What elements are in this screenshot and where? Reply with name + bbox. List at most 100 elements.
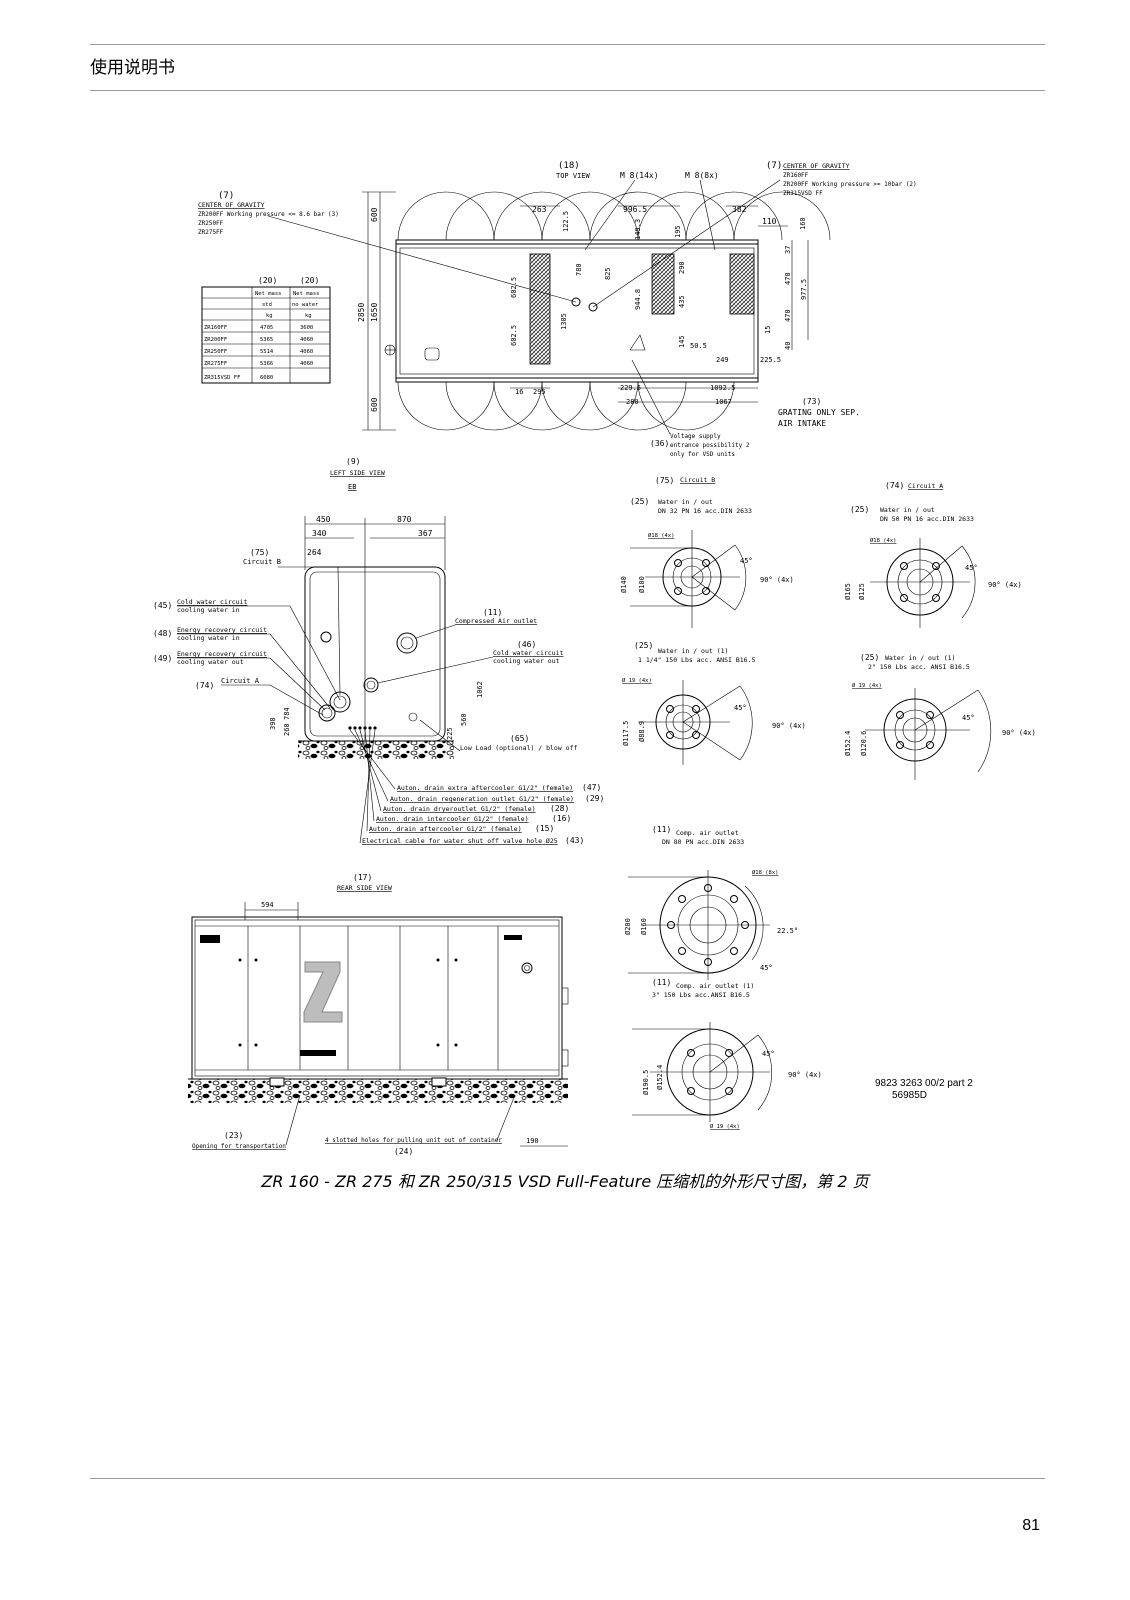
dim-110: 110 — [762, 217, 777, 226]
z-logo — [303, 961, 343, 1023]
c48-num: (48) — [153, 629, 172, 638]
top-view-title: TOP VIEW — [556, 172, 591, 180]
c48-line-1: Energy recovery circuit — [177, 626, 267, 634]
f3-d-inner: Ø88.9 — [638, 721, 646, 742]
cog-left-num: (7) — [218, 191, 234, 201]
dim-382: 382 — [732, 205, 747, 214]
dim-594: 594 — [261, 901, 274, 909]
f1-hole: Ø18 (4x) — [648, 532, 675, 539]
c46-num: (46) — [517, 640, 536, 649]
dim-249: 249 — [716, 356, 729, 364]
header-rule-top — [90, 44, 1045, 45]
dim-435: 435 — [678, 295, 686, 308]
drain-2-text: Auton. drain regeneration outlet G1/2" (… — [390, 795, 574, 803]
dim-280: 280 — [626, 398, 639, 406]
flange-circuit-a: Circuit A — [908, 482, 943, 490]
left-view-num: (9) — [346, 457, 360, 466]
f1-d-inner: Ø100 — [638, 576, 646, 593]
dim-1092-5: 1092.5 — [710, 384, 735, 392]
f6-line2: 3" 150 Lbs acc.ANSI B16.5 — [652, 991, 750, 999]
dim-367: 367 — [418, 529, 433, 538]
f6-angle4: 90° (4x) — [788, 1071, 822, 1079]
flange-circuit-b: Circuit B — [680, 476, 715, 484]
circuit-b-label: Circuit B — [243, 558, 281, 566]
dim-190: 190 — [526, 1137, 539, 1145]
f4-hole: Ø 19 (4x) — [852, 682, 882, 689]
mass-r1-c1: ZR160FF — [204, 325, 227, 331]
cog-left-title: CENTER OF GRAVITY — [198, 201, 265, 209]
mass-table-num-std: (20) — [258, 276, 277, 285]
flange-circuit-b-num: (75) — [655, 476, 674, 485]
dim-145: 145 — [678, 335, 686, 348]
mass-r4-c2: 5366 — [260, 361, 273, 367]
dim-50-5: 50.5 — [690, 342, 707, 350]
doc-ref: 9823 3263 00/2 part 2 — [875, 1078, 973, 1089]
voltage-line-2: entrance possibility 2 — [670, 442, 750, 449]
f2-d-inner: Ø125 — [858, 583, 866, 600]
f4-num: (25) — [860, 653, 879, 662]
mass-table-num-nowater: (20) — [300, 276, 319, 285]
mass-r3-c3: 4060 — [300, 349, 313, 355]
cog-right-line-1: ZR160FF — [783, 172, 809, 179]
f1-angle: 45° — [740, 557, 753, 565]
c11-num: (11) — [483, 608, 502, 617]
panel-screws — [238, 958, 458, 1047]
dim-290: 290 — [678, 261, 686, 274]
f2-angle4: 90° (4x) — [988, 581, 1022, 589]
dim-40: 40 — [784, 342, 792, 350]
mass-h2-c3: no water — [292, 302, 319, 308]
drain-2-num: (29) — [585, 794, 604, 803]
dim-450: 450 — [316, 515, 331, 524]
mass-r5-c1: ZR315VSD FF — [204, 375, 240, 381]
mass-r4-c1: ZR275FF — [204, 361, 227, 367]
mass-r1-c3: 3600 — [300, 325, 313, 331]
mass-h1-c3: Net mass — [293, 291, 320, 297]
left-view-title: LEFT SIDE VIEW — [330, 469, 385, 477]
f5-angle: 22.5° — [777, 927, 798, 935]
dim-398: 398 — [269, 717, 277, 730]
dim-225: 225 — [446, 727, 454, 740]
dim-2850: 2850 — [357, 303, 366, 322]
dim-870: 870 — [397, 515, 412, 524]
dim-195: 195 — [674, 225, 682, 238]
f3-angle: 45° — [734, 704, 747, 712]
dim-1067: 1067 — [715, 398, 732, 406]
c46-line-2: cooling water out — [493, 657, 560, 665]
dim-560: 560 — [460, 713, 468, 726]
page-number: 81 — [1022, 1517, 1040, 1534]
f1-angle4: 90° (4x) — [760, 576, 794, 584]
rear-side-view: (17) REAR SIDE VIEW 594 — [188, 873, 569, 1156]
dim-977-5: 977.5 — [800, 279, 808, 300]
drain-ports — [348, 726, 377, 730]
left-view-sub: EB — [348, 483, 356, 491]
c46-line-1: Cold water circuit — [493, 649, 564, 657]
f1-line2: DN 32 PN 16 acc.DIN 2633 — [658, 507, 752, 515]
f6-num: (11) — [652, 978, 671, 987]
f6-angle: 45° — [762, 1050, 775, 1058]
drain-6-text: Electrical cable for water shut off valv… — [362, 837, 558, 845]
mass-r2-c2: 5365 — [260, 337, 273, 343]
left-side-view: (9) LEFT SIDE VIEW EB 450 870 340 367 26… — [153, 457, 604, 845]
mass-r3-c1: ZR250FF — [204, 349, 227, 355]
rear-view-title: REAR SIDE VIEW — [337, 884, 392, 892]
dim-340: 340 — [312, 529, 327, 538]
header-rule-bottom — [90, 90, 1045, 91]
c45-line-1: Cold water circuit — [177, 598, 248, 606]
f5-num: (11) — [652, 825, 671, 834]
f4-d-outer: Ø152.4 — [844, 731, 852, 756]
drain-4-text: Auton. drain intercooler G1/2" (female) — [376, 815, 529, 823]
dim-996-5: 996.5 — [623, 205, 647, 214]
f5-angle2: 45° — [760, 964, 773, 972]
mass-h1-c2: Net mass — [255, 291, 282, 297]
dim-470a: 470 — [784, 272, 792, 285]
rear-view-num: (17) — [353, 873, 372, 882]
drain-1-num: (47) — [582, 783, 601, 792]
f4-angle: 45° — [962, 714, 975, 722]
mass-table: (20) (20) Net mass Net mass std no water… — [201, 276, 331, 384]
c49-line-1: Energy recovery circuit — [177, 650, 267, 658]
mass-h3-c2: kg — [266, 313, 273, 319]
dim-470b: 470 — [784, 309, 792, 322]
cog-left-line-2: ZR250FF — [198, 220, 224, 227]
voltage-line-1: Voltage supply — [670, 433, 721, 440]
dim-260: 260 — [283, 723, 291, 736]
